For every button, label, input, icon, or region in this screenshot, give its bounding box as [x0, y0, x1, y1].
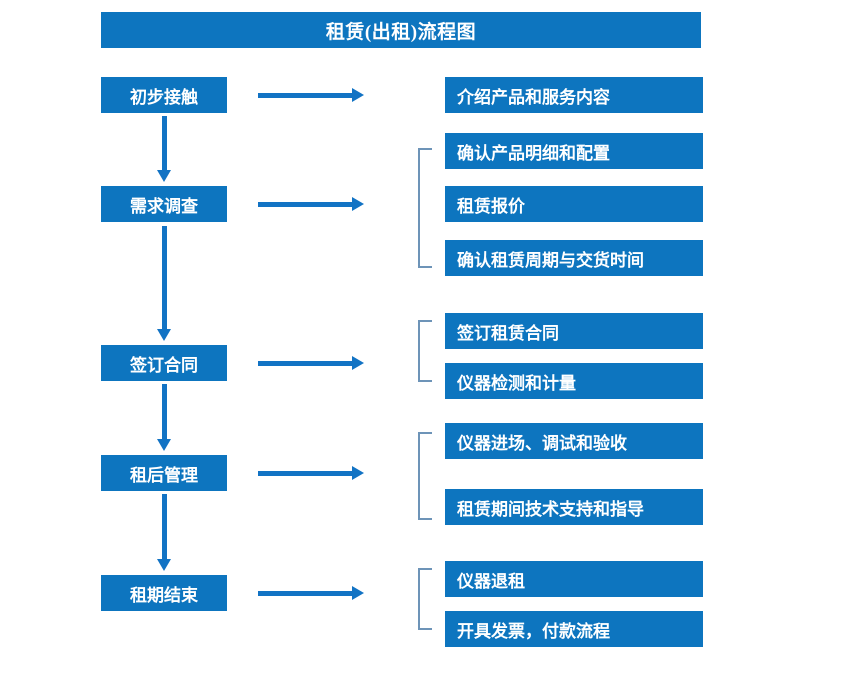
group-bracket-租期结束	[418, 568, 432, 630]
detail-box-确认租赁周期与交货时间[interactable]: 确认租赁周期与交货时间	[445, 240, 703, 276]
detail-box-租赁报价[interactable]: 租赁报价	[445, 186, 703, 222]
detail-box-仪器退租[interactable]: 仪器退租	[445, 561, 703, 597]
detail-box-开具发票付款流程[interactable]: 开具发票，付款流程	[445, 611, 703, 647]
page-title: 租赁(出租)流程图	[101, 12, 701, 48]
stage-box-签订合同[interactable]: 签订合同	[101, 345, 227, 381]
detail-box-确认产品明细和配置[interactable]: 确认产品明细和配置	[445, 133, 703, 169]
stage-box-租期结束[interactable]: 租期结束	[101, 575, 227, 611]
branch-arrow-right-5	[258, 586, 364, 600]
group-bracket-租后管理	[418, 432, 432, 520]
branch-arrow-right-2	[258, 197, 364, 211]
detail-box-签订租赁合同[interactable]: 签订租赁合同	[445, 313, 703, 349]
detail-box-介绍产品和服务内容[interactable]: 介绍产品和服务内容	[445, 77, 703, 113]
detail-box-租赁期间技术支持和指导[interactable]: 租赁期间技术支持和指导	[445, 489, 703, 525]
stage-box-初步接触[interactable]: 初步接触	[101, 77, 227, 113]
detail-box-仪器进场调试和验收[interactable]: 仪器进场、调试和验收	[445, 423, 703, 459]
flow-arrow-down-3	[157, 384, 171, 451]
branch-arrow-right-4	[258, 466, 364, 480]
flow-arrow-down-4	[157, 494, 171, 571]
group-bracket-需求调查	[418, 148, 432, 268]
branch-arrow-right-1	[258, 88, 364, 102]
stage-box-需求调查[interactable]: 需求调查	[101, 186, 227, 222]
flow-arrow-down-2	[157, 226, 171, 341]
branch-arrow-right-3	[258, 356, 364, 370]
flow-arrow-down-1	[157, 116, 171, 182]
group-bracket-签订合同	[418, 320, 432, 382]
detail-box-仪器检测和计量[interactable]: 仪器检测和计量	[445, 363, 703, 399]
stage-box-租后管理[interactable]: 租后管理	[101, 455, 227, 491]
